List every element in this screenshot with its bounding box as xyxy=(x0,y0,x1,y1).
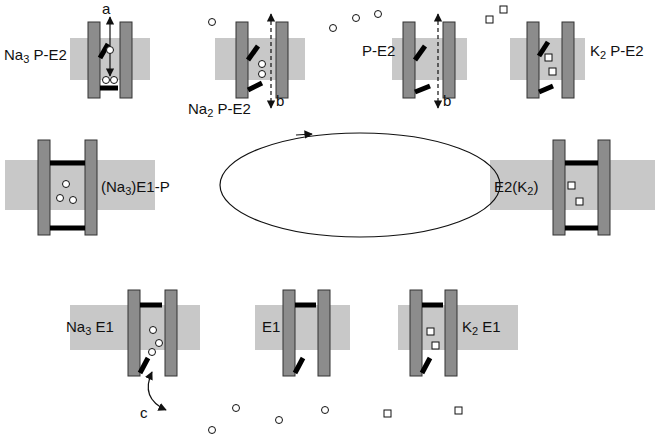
state-label: K2 P-E2 xyxy=(590,42,644,64)
state-label: K2 E1 xyxy=(462,318,501,340)
state-label: Na2 P-E2 xyxy=(188,100,251,122)
state-label: Na3 E1 xyxy=(66,318,114,340)
arrow-label: a xyxy=(102,0,110,17)
state-label: Na3 P-E2 xyxy=(4,46,67,68)
transport-arrow xyxy=(110,14,500,410)
arrow-label: b xyxy=(443,92,451,109)
potassium-ion xyxy=(384,6,583,417)
sodium-ion xyxy=(57,11,382,434)
arrow-label: b xyxy=(276,92,284,109)
arrow-label: c xyxy=(140,404,148,421)
state-label: E2(K2) xyxy=(494,178,538,200)
gate xyxy=(50,42,598,373)
pump-helix xyxy=(38,22,610,376)
state-label: P-E2 xyxy=(362,42,395,59)
state-label: (Na3)E1-P xyxy=(101,178,170,200)
state-label: E1 xyxy=(262,318,280,335)
